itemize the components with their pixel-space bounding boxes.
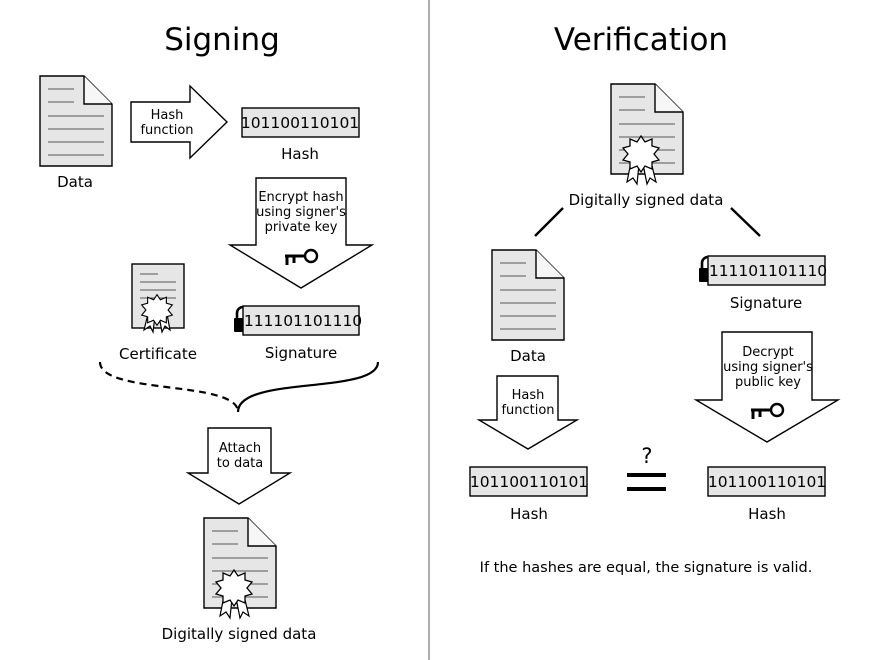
encrypt-hash-arrow: Encrypt hash using signer's private key bbox=[227, 177, 375, 289]
question-mark: ? bbox=[641, 444, 652, 468]
svg-text:using signer's: using signer's bbox=[723, 360, 813, 375]
left-hash-label: Hash bbox=[510, 505, 548, 523]
hash-label: Hash bbox=[281, 145, 319, 163]
signed-data-label: Digitally signed data bbox=[162, 625, 317, 643]
split-line-right bbox=[730, 207, 761, 237]
certificate-brace bbox=[98, 361, 240, 413]
verification-signed-data-label: Digitally signed data bbox=[569, 191, 724, 209]
conclusion-text: If the hashes are equal, the signature i… bbox=[480, 560, 813, 576]
equals-sign bbox=[627, 473, 666, 491]
verification-data-label: Data bbox=[510, 347, 546, 365]
right-hash-box bbox=[707, 466, 826, 497]
svg-text:Attach: Attach bbox=[219, 441, 261, 456]
decrypt-signature-arrow: Decrypt using signer's public key bbox=[693, 331, 841, 443]
hash-box bbox=[241, 107, 360, 138]
signature-value: 111101101110 bbox=[244, 312, 362, 330]
svg-text:function: function bbox=[501, 403, 554, 418]
verification-signature-box bbox=[707, 255, 826, 286]
verification-hash-function-arrow: Hash function bbox=[476, 375, 580, 450]
hash-function-arrow: Hash function bbox=[130, 84, 229, 160]
svg-text:using signer's: using signer's bbox=[256, 205, 346, 220]
svg-text:to data: to data bbox=[217, 456, 263, 471]
split-line-left bbox=[534, 207, 564, 237]
certificate-icon bbox=[132, 264, 184, 332]
document-icon bbox=[491, 249, 565, 341]
left-hash-value: 101100110101 bbox=[470, 473, 588, 491]
signature-label: Signature bbox=[265, 344, 337, 362]
svg-text:Encrypt hash: Encrypt hash bbox=[258, 190, 343, 205]
right-hash-label: Hash bbox=[748, 505, 786, 523]
hash-value: 101100110101 bbox=[241, 114, 359, 132]
signing-title: Signing bbox=[164, 22, 280, 58]
svg-text:Hash: Hash bbox=[512, 388, 545, 403]
signed-document-icon bbox=[204, 518, 276, 618]
right-hash-value: 101100110101 bbox=[708, 473, 826, 491]
svg-text:public key: public key bbox=[735, 375, 801, 390]
attach-to-data-arrow: Attach to data bbox=[185, 427, 293, 505]
svg-text:function: function bbox=[140, 123, 193, 138]
svg-text:Hash: Hash bbox=[151, 108, 184, 123]
signed-document-icon bbox=[611, 84, 683, 184]
signature-box bbox=[242, 305, 360, 336]
signature-brace bbox=[236, 361, 380, 413]
svg-text:private key: private key bbox=[265, 220, 338, 235]
verification-signature-value: 111101101110 bbox=[709, 262, 827, 280]
data-label: Data bbox=[57, 173, 93, 191]
svg-text:Decrypt: Decrypt bbox=[742, 345, 794, 360]
verification-signature-label: Signature bbox=[730, 294, 802, 312]
document-icon bbox=[39, 75, 113, 167]
verification-title: Verification bbox=[554, 22, 728, 58]
certificate-label: Certificate bbox=[119, 345, 197, 363]
left-hash-box bbox=[469, 466, 588, 497]
